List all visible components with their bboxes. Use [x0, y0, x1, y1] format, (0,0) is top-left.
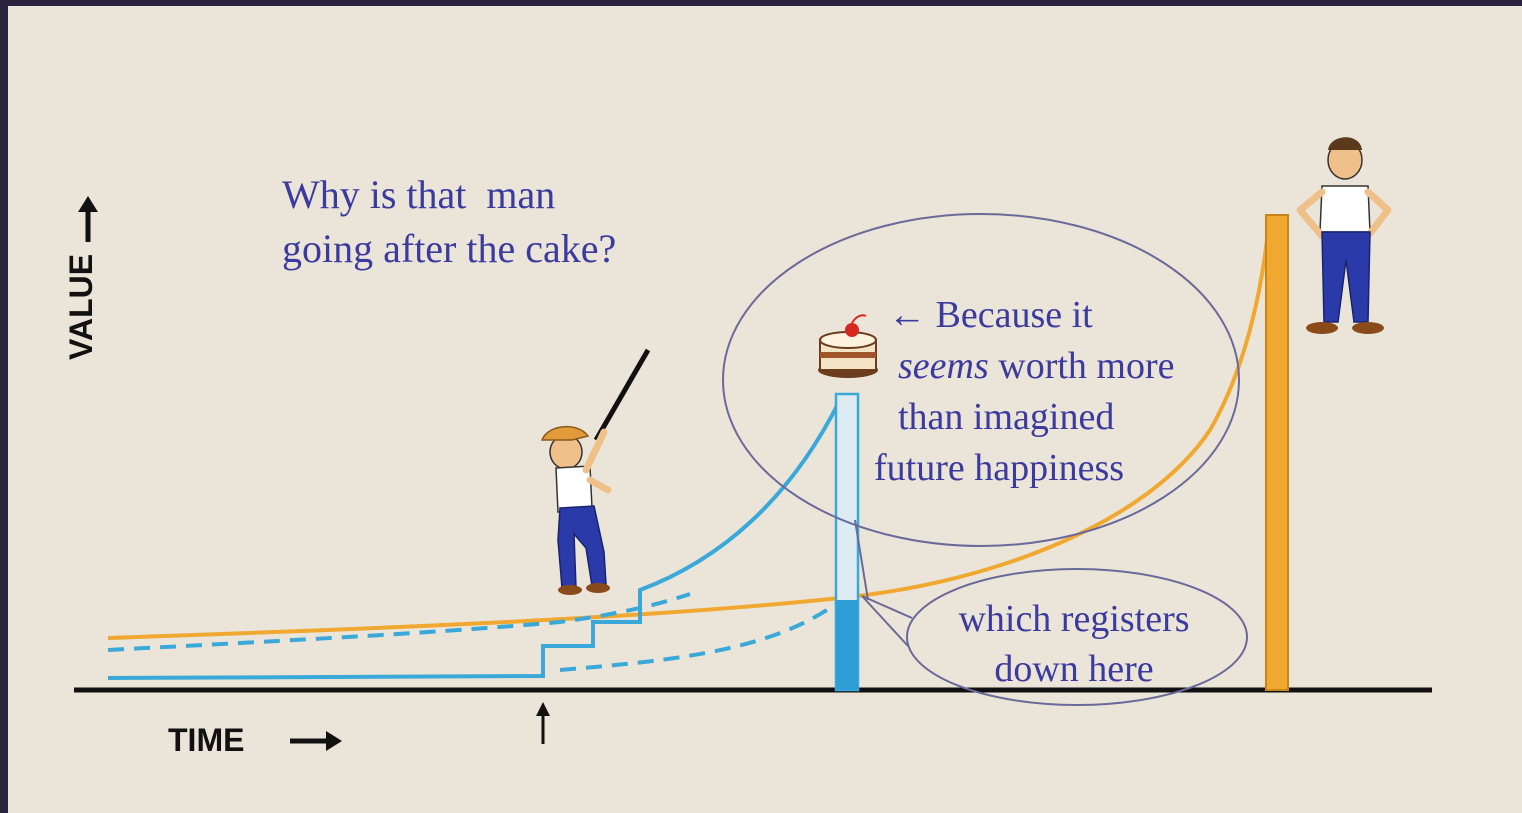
value-axis-label: VALUE — [63, 253, 99, 360]
answer-bubble — [722, 213, 1240, 547]
answer-line-3: than imagined — [898, 396, 1115, 438]
answer-line-1-text: Because it — [926, 294, 1093, 336]
moment-arrow-icon — [536, 702, 550, 744]
man-with-pole-figure — [540, 348, 651, 595]
answer-line-2: seems worth more — [874, 341, 1175, 392]
cake-discounted-curve-upper — [107, 592, 691, 652]
cake-icon — [818, 314, 878, 378]
time-axis-label: TIME — [168, 722, 245, 758]
future-value-bar — [1265, 214, 1289, 691]
registers-line-1: which registers — [958, 598, 1190, 640]
answer-line-2-text: worth more — [988, 345, 1175, 387]
left-arrow-icon: ← — [888, 294, 926, 336]
registers-line-2: down here — [994, 648, 1154, 690]
future-value-curve — [107, 229, 1270, 640]
time-arrow-icon — [290, 731, 342, 751]
cake-registered-value-bar — [836, 600, 858, 690]
question-line-2: going after the cake? — [282, 226, 617, 271]
registers-bubble-pointer — [861, 595, 913, 647]
registers-text: which registers down here — [934, 594, 1214, 694]
value-arrow-icon — [78, 196, 98, 242]
answer-line-1: ← Because it — [874, 290, 1175, 341]
cake-value-curve — [107, 399, 842, 680]
question-text: Why is that man going after the cake? — [282, 168, 616, 276]
cake-discounted-curve-lower — [559, 602, 838, 672]
question-line-1: Why is that man — [282, 172, 556, 217]
answer-emphasis: seems — [898, 345, 989, 387]
answer-line-4: future happiness — [874, 447, 1125, 489]
answer-text: ← Because it seems worth more than imagi… — [874, 290, 1175, 494]
answer-bubble-pointer — [854, 519, 869, 601]
standing-man-figure — [1296, 137, 1392, 334]
registers-bubble — [906, 568, 1248, 706]
